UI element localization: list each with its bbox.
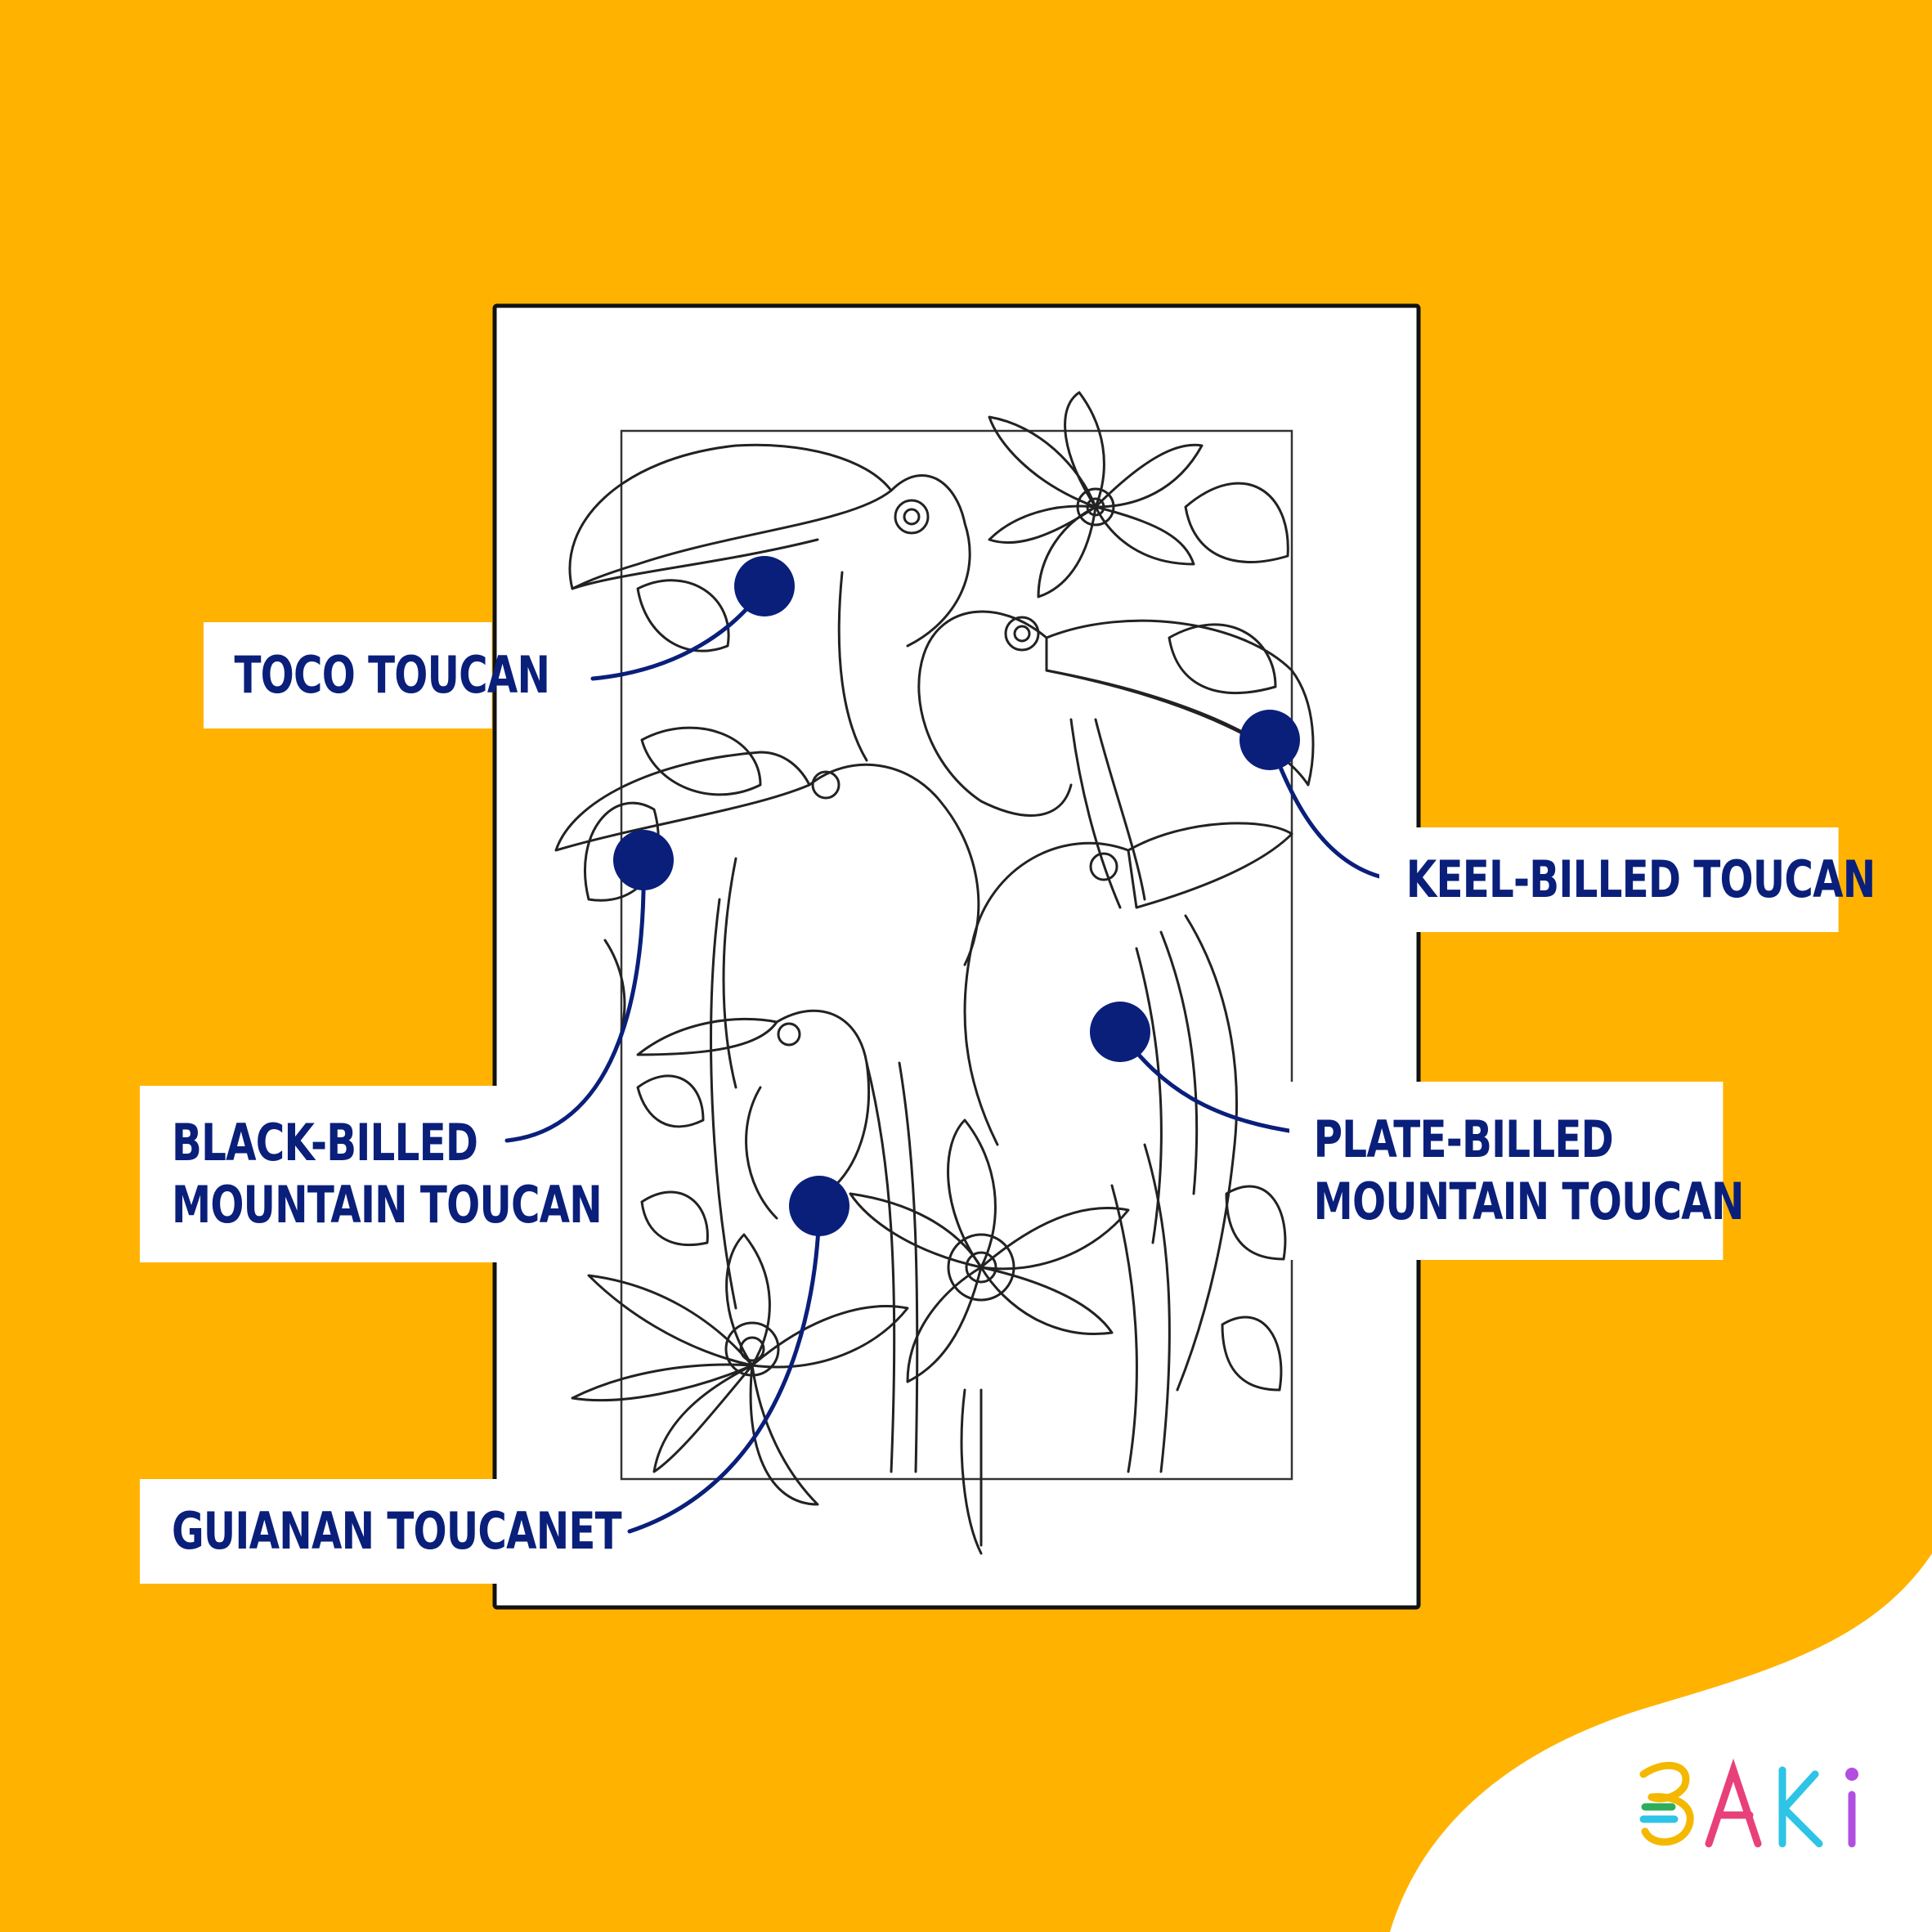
- label-guianan-toucanet: GUIANAN TOUCANET: [140, 1479, 622, 1584]
- pointer-line-guianan: [627, 1204, 822, 1534]
- line-art: [554, 391, 1315, 1555]
- label-line: GUIANAN TOUCANET: [172, 1501, 622, 1562]
- inner-frame: [620, 429, 1293, 1481]
- label-line: MOUNTAIN TOUCAN: [1313, 1172, 1745, 1231]
- marker-black: [613, 830, 674, 890]
- marker-guianan: [789, 1176, 849, 1236]
- label-line: MOUNTAIN TOUCAN: [172, 1175, 603, 1235]
- markers: [613, 556, 1300, 1236]
- label-line: BLACK-BILLED: [172, 1113, 478, 1173]
- label-line: PLATE-BILLED: [1313, 1109, 1614, 1170]
- marker-plate: [1090, 1002, 1150, 1062]
- pointer-line-black: [504, 858, 646, 1143]
- label-toco-toucan: TOCO TOUCAN: [204, 622, 550, 728]
- baki-logo: [1639, 1758, 1858, 1848]
- label-line: KEEL-BILLED TOUCAN: [1405, 849, 1876, 910]
- label-plate-billed-mountain-toucan: PLATE-BILLED MOUNTAIN TOUCAN: [1289, 1082, 1745, 1260]
- marker-toco: [734, 556, 795, 616]
- marker-keel: [1239, 710, 1300, 770]
- label-keel-billed-toucan: KEEL-BILLED TOUCAN: [1379, 827, 1876, 932]
- label-line: TOCO TOUCAN: [234, 645, 550, 706]
- label-black-billed-mountain-toucan: BLACK-BILLED MOUNTAIN TOUCAN: [140, 1086, 603, 1262]
- corner-wave: [1390, 1553, 1932, 1932]
